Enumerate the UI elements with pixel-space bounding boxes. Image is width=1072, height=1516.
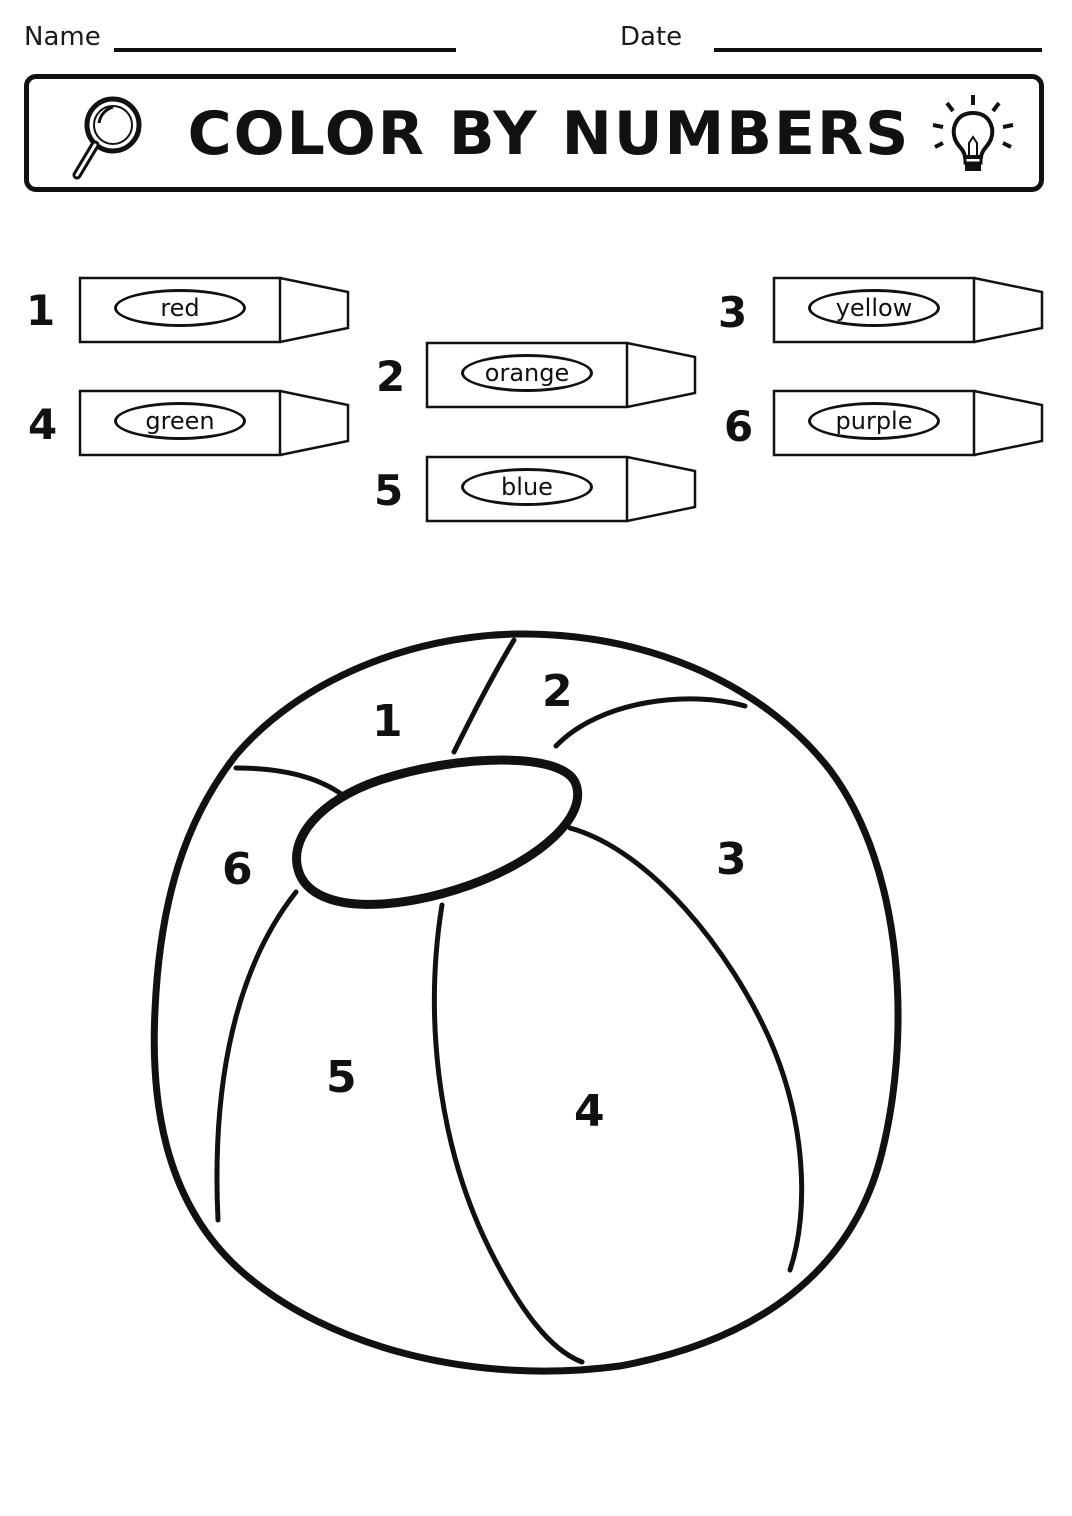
- page-title: COLOR BY NUMBERS: [187, 99, 911, 169]
- crayon-label-blue: blue: [461, 468, 593, 506]
- region-number-4: 4: [574, 1086, 605, 1137]
- region-number-3: 3: [716, 834, 747, 885]
- crayon-label-purple: purple: [808, 402, 940, 440]
- crayon-label-green: green: [114, 402, 246, 440]
- date-line[interactable]: [714, 48, 1042, 52]
- region-number-2: 2: [542, 666, 573, 717]
- beach-ball-drawing: 1 2 3 6 5 4: [0, 600, 1072, 1400]
- date-label: Date: [620, 22, 683, 52]
- light-bulb-icon: [927, 91, 1019, 188]
- legend-number-5: 5: [374, 466, 404, 515]
- crayon-label-yellow: yellow: [808, 289, 940, 327]
- title-banner: COLOR BY NUMBERS: [24, 74, 1044, 192]
- crayon-label-orange: orange: [461, 354, 593, 392]
- crayon-blue: blue: [425, 455, 697, 523]
- name-label: Name: [24, 22, 101, 52]
- beach-ball-outline: [150, 630, 902, 1375]
- crayon-purple: purple: [772, 389, 1044, 457]
- magnifying-glass-icon: [69, 93, 149, 190]
- legend-number-4: 4: [28, 400, 58, 449]
- crayon-yellow: yellow: [772, 276, 1044, 344]
- crayon-green: green: [78, 389, 350, 457]
- name-line[interactable]: [114, 48, 456, 52]
- crayon-label-red: red: [114, 289, 246, 327]
- legend-number-1: 1: [26, 286, 56, 335]
- crayon-red: red: [78, 276, 350, 344]
- region-number-6: 6: [222, 844, 253, 895]
- region-number-5: 5: [326, 1052, 357, 1103]
- crayon-orange: orange: [425, 341, 697, 409]
- legend-number-2: 2: [376, 352, 406, 401]
- legend-number-3: 3: [718, 288, 748, 337]
- region-number-1: 1: [372, 696, 403, 747]
- legend-number-6: 6: [724, 402, 754, 451]
